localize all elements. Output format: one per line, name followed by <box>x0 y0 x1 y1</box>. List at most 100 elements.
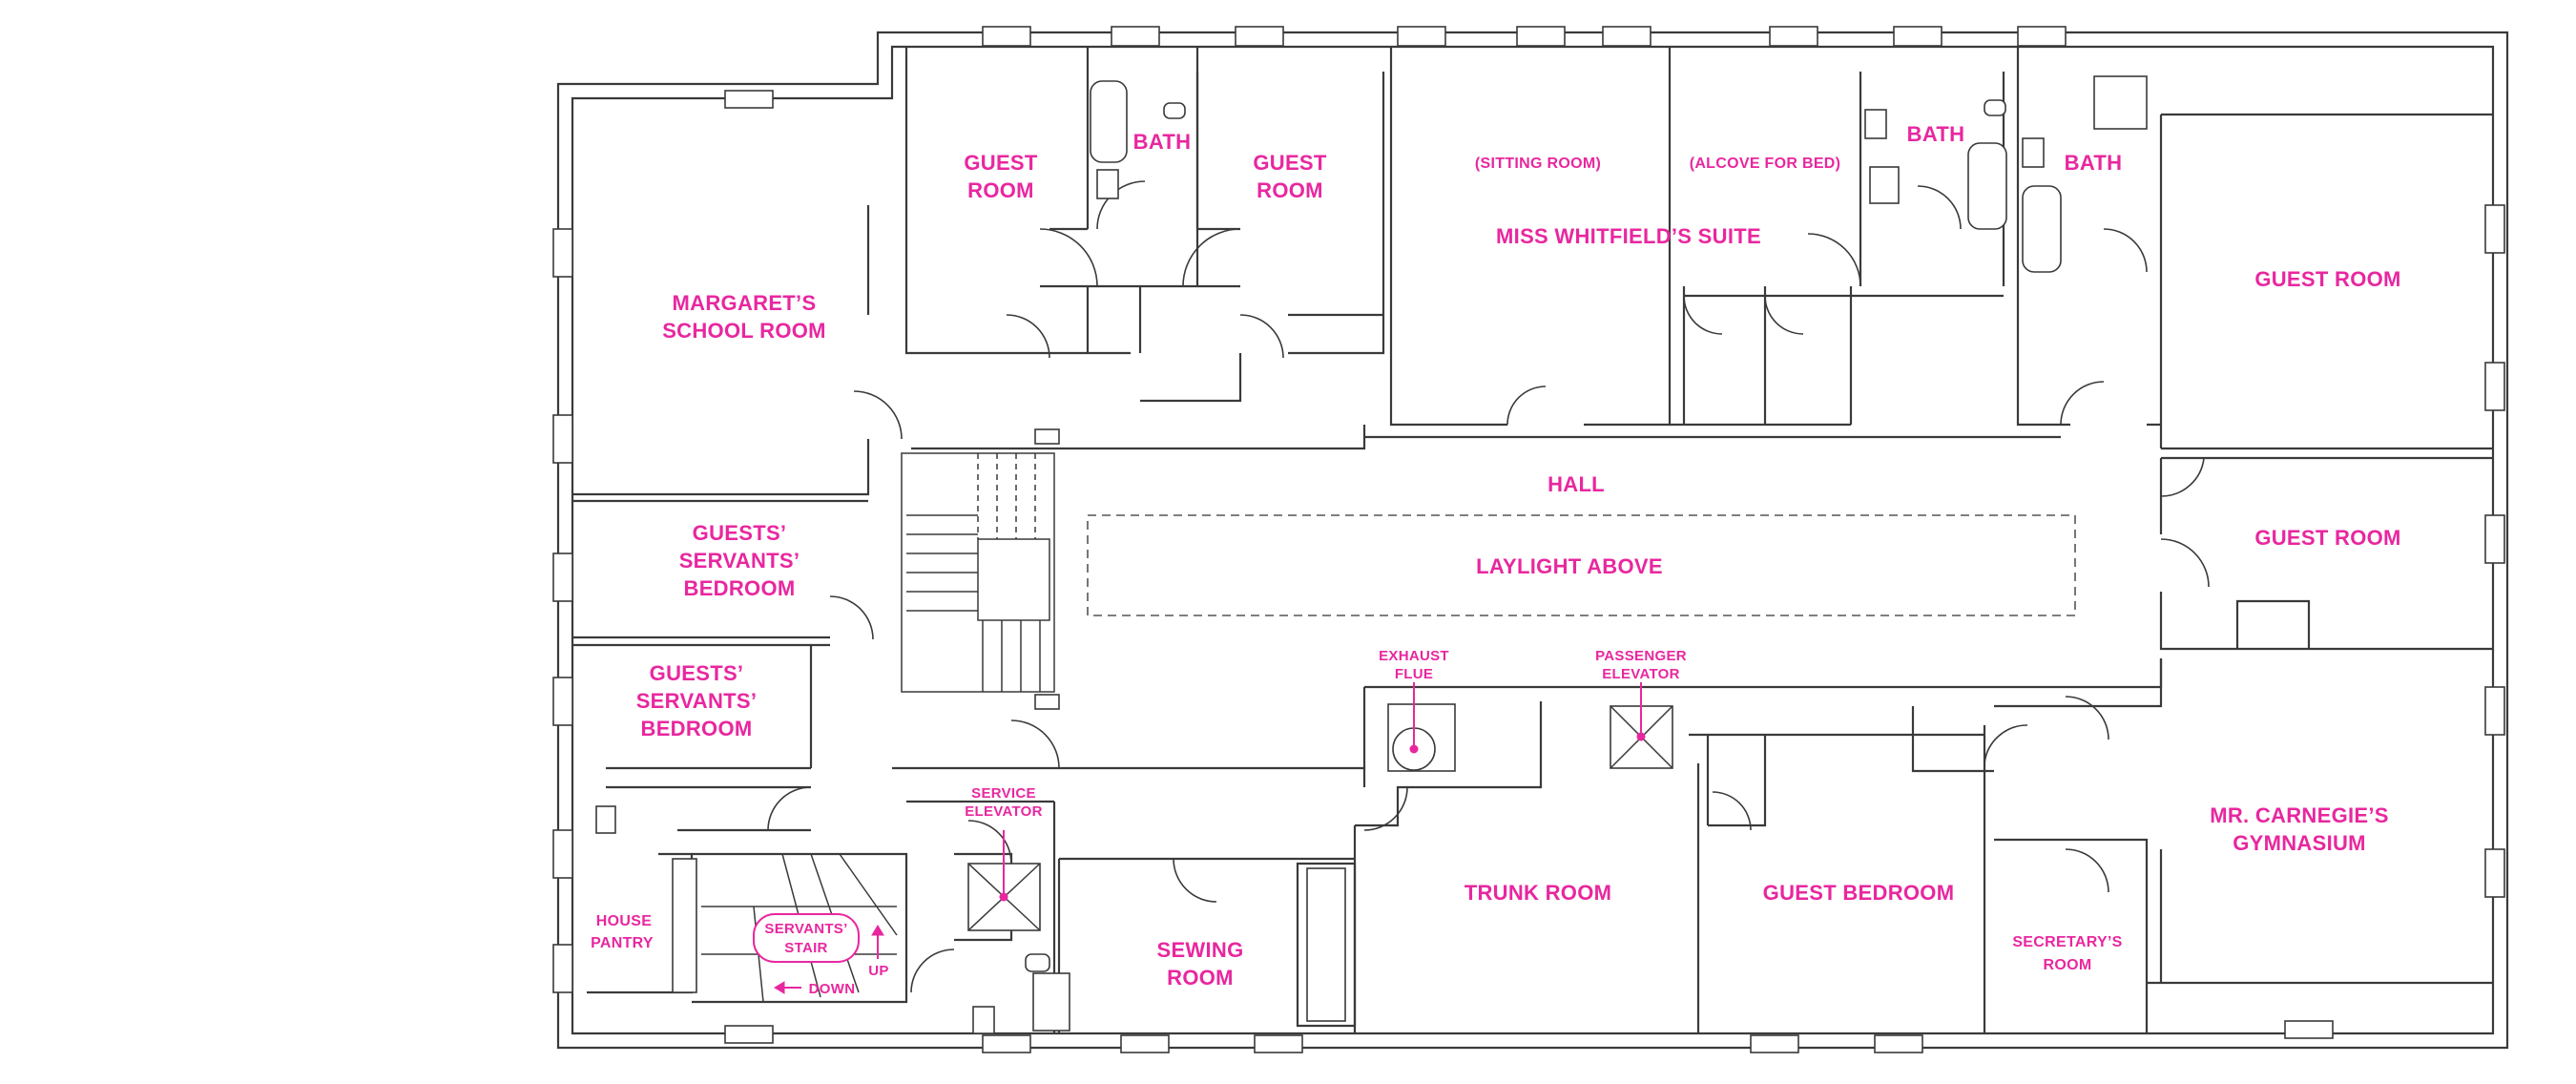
wall <box>1708 735 1767 827</box>
wall <box>1994 838 2149 1033</box>
label-alcove-for-bed: (ALCOVE FOR BED) <box>1690 156 1841 172</box>
stair-treads <box>906 453 1050 692</box>
label-exhaust-flue-line2: FLUE <box>1395 666 1433 682</box>
toilet <box>1096 169 1119 199</box>
door-swing <box>2065 848 2109 893</box>
door-swing <box>1764 295 1804 335</box>
label-guest-room-1-line1: GUEST <box>964 151 1038 175</box>
door-swing <box>1173 858 1217 903</box>
label-guests-servants-bedroom-2-line2: SERVANTS’ <box>636 689 758 713</box>
wall <box>1140 353 1242 403</box>
toilet <box>1864 109 1887 139</box>
sink <box>1025 953 1050 972</box>
label-bath-2: BATH <box>1907 122 1965 146</box>
window <box>982 26 1031 47</box>
servants-stair-badge <box>753 913 860 963</box>
laylight-outline <box>1087 514 2076 616</box>
bathtub <box>1090 80 1128 163</box>
label-hall: HALL <box>1548 472 1605 496</box>
door-swing <box>1984 724 2028 764</box>
label-guests-servants-bedroom-2-line1: GUESTS’ <box>650 661 744 685</box>
door-swing <box>1239 314 1284 359</box>
door-swing <box>1807 233 1861 287</box>
window <box>1874 1034 1923 1053</box>
wall <box>606 645 813 770</box>
window <box>1602 26 1652 47</box>
exhaust-flue <box>1387 682 1456 772</box>
window <box>552 944 573 993</box>
window <box>2484 204 2505 254</box>
label-secretarys-room-line1: SECRETARY’S <box>2012 934 2122 950</box>
label-guest-room-1-line2: ROOM <box>967 178 1034 202</box>
bathtub <box>1967 142 2007 230</box>
label-margarets-school-room-line2: SCHOOL ROOM <box>662 319 826 343</box>
wall <box>1040 284 1240 353</box>
label-stair-down: DOWN <box>809 981 856 997</box>
label-guests-servants-bedroom-1-line2: SERVANTS’ <box>679 549 800 573</box>
label-guest-room-east-1: GUEST ROOM <box>2254 267 2400 291</box>
wall <box>904 47 1131 355</box>
window <box>2017 26 2067 47</box>
window <box>1893 26 1942 47</box>
door-swing <box>1917 185 1962 230</box>
cabinet <box>2093 75 2148 130</box>
door-swing <box>767 786 812 831</box>
door-swing <box>1363 786 1408 831</box>
wall <box>1994 658 2163 708</box>
label-passenger-elevator-line2: ELEVATOR <box>1602 666 1680 682</box>
wall <box>1911 706 1994 773</box>
label-sitting-room: (SITTING ROOM) <box>1475 156 1601 172</box>
bathtub <box>2022 185 2062 273</box>
window <box>552 829 573 879</box>
toilet <box>2022 137 2045 168</box>
wall <box>692 852 908 1004</box>
window <box>1120 1034 1170 1053</box>
wall <box>2235 599 2311 649</box>
toilet <box>595 805 616 834</box>
cupboard <box>672 858 697 993</box>
label-house-pantry-line1: HOUSE <box>596 913 652 929</box>
door-swing <box>1182 228 1241 287</box>
window <box>2484 362 2505 411</box>
fixtures <box>595 75 2148 1034</box>
wall <box>2147 849 2493 985</box>
label-guest-room-east-2: GUEST ROOM <box>2254 526 2400 550</box>
wall <box>2159 592 2493 651</box>
label-stair-up: UP <box>868 963 888 979</box>
bathtub <box>1032 972 1070 1032</box>
window <box>1769 26 1818 47</box>
window <box>1235 26 1284 47</box>
label-house-pantry-line2: PANTRY <box>591 935 654 951</box>
windows <box>552 26 2505 1053</box>
label-guests-servants-bedroom-1-line1: GUESTS’ <box>693 521 787 545</box>
cupboard <box>1306 867 1346 1022</box>
window <box>552 552 573 602</box>
vent <box>1034 694 1060 710</box>
wall <box>2159 456 2493 534</box>
door-swing <box>2103 228 2148 273</box>
wall <box>1288 72 1385 355</box>
wall <box>1296 862 1357 1028</box>
wall <box>1682 286 2004 425</box>
window <box>982 1034 1031 1053</box>
door-swing <box>2060 381 2105 426</box>
room-labels: MARGARET’S SCHOOL ROOM GUEST ROOM BATH G… <box>591 122 2400 997</box>
door-swing <box>1712 791 1752 831</box>
label-guests-servants-bedroom-1-line3: BEDROOM <box>684 576 796 600</box>
door-swing <box>1010 719 1060 769</box>
sink <box>1984 99 2006 116</box>
outer-outline <box>556 31 2509 1050</box>
service-elevator <box>967 830 1041 931</box>
wall <box>2016 47 2161 427</box>
door-swing <box>1039 228 1098 287</box>
inner-outline <box>571 45 2495 1035</box>
label-guest-room-2-line1: GUEST <box>1253 151 1327 175</box>
door-swing <box>2065 696 2109 740</box>
window <box>1516 26 1566 47</box>
window <box>1111 26 1160 47</box>
label-bath-3: BATH <box>2065 151 2123 175</box>
window <box>552 677 573 726</box>
wall <box>911 425 1366 450</box>
door-swing <box>2160 538 2210 588</box>
